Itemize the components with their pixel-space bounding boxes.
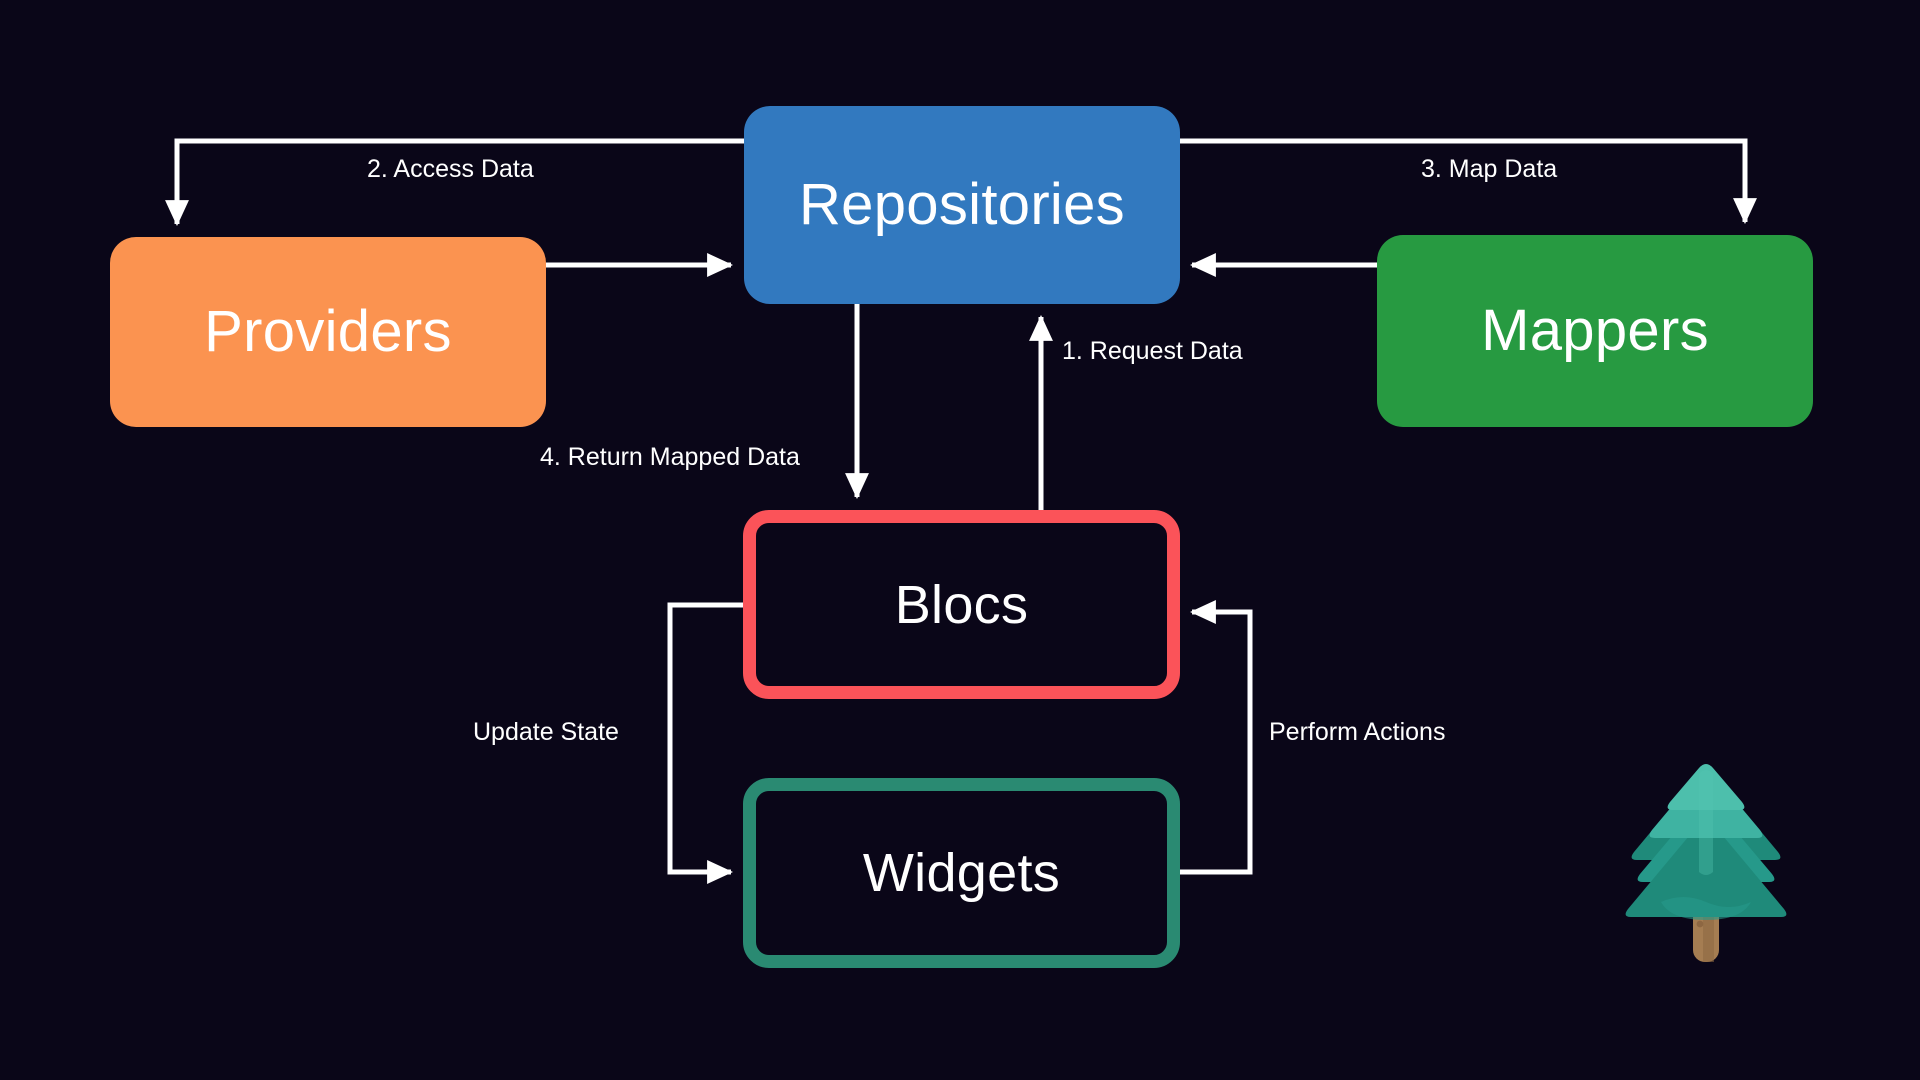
edge-update-state: [667, 602, 743, 884]
edge-label-update-state: Update State: [473, 718, 619, 746]
edge-label-request-data: 1. Request Data: [1062, 337, 1243, 365]
node-mappers[interactable]: Mappers: [1377, 235, 1813, 427]
edge-perform-actions: [1180, 600, 1253, 875]
node-repositories-label: Repositories: [799, 172, 1125, 237]
edge-label-map-data: 3. Map Data: [1421, 155, 1558, 183]
evergreen-tree-icon: [1625, 764, 1787, 962]
edge-label-perform-actions: Perform Actions: [1269, 718, 1446, 746]
node-blocs-label: Blocs: [894, 574, 1029, 635]
node-widgets-label: Widgets: [862, 843, 1061, 903]
edge-label-return-mapped-data: 4. Return Mapped Data: [540, 443, 800, 471]
node-widgets[interactable]: Widgets: [743, 778, 1180, 968]
edge-label-access-data: 2. Access Data: [367, 155, 534, 183]
node-repositories[interactable]: Repositories: [744, 106, 1180, 304]
node-providers[interactable]: Providers: [110, 237, 546, 427]
node-blocs[interactable]: Blocs: [743, 510, 1180, 699]
node-mappers-label: Mappers: [1481, 298, 1709, 363]
node-providers-label: Providers: [204, 299, 452, 364]
